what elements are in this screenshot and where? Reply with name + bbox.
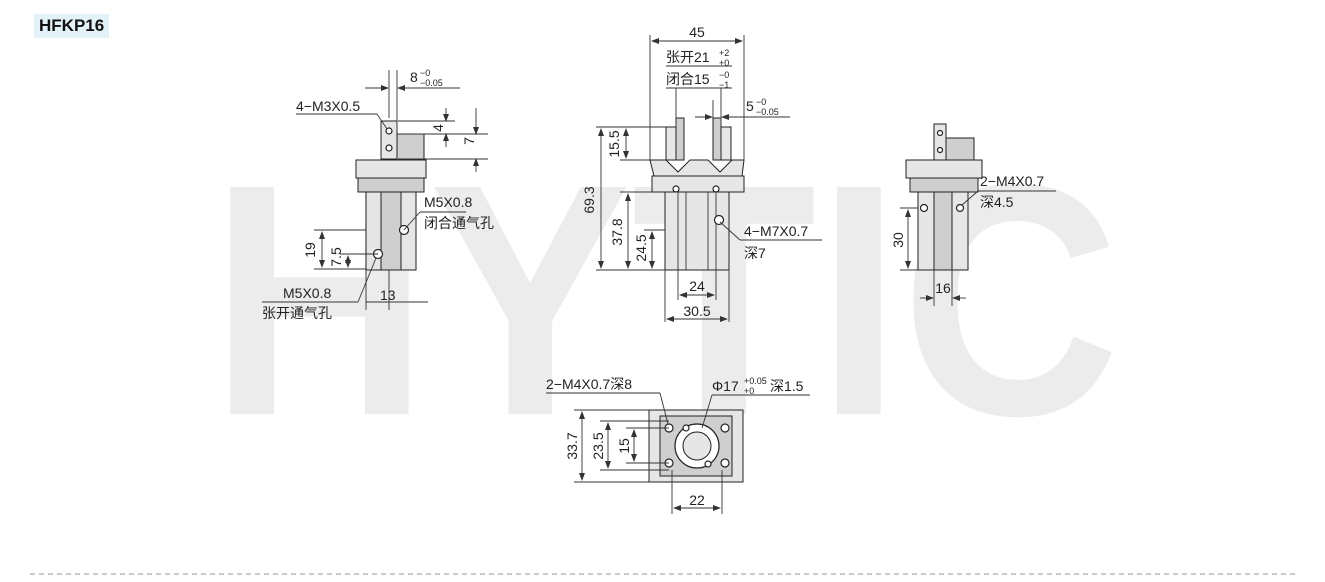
front-thread: 4−M7X0.7 [744, 223, 808, 239]
side-dim-top-tol-lower: −0.05 [420, 78, 443, 88]
side-body-slot [380, 191, 402, 271]
bottom-dim-23-5: 23.5 [590, 432, 606, 459]
right-dim-16: 16 [935, 280, 951, 296]
bottom-bore-inner [682, 431, 712, 461]
side-dim-7: 7 [461, 137, 477, 145]
right-cap [905, 159, 983, 179]
front-cap [651, 175, 745, 193]
side-dim-13: 13 [380, 287, 396, 303]
bottom-thread: 2−M4X0.7深8 [546, 376, 632, 392]
side-dim-7-5: 7.5 [328, 247, 344, 267]
side-view: 8 −0 −0.05 4−M3X0.5 4 7 M5X0.8 闭合通气孔 19 … [262, 68, 494, 321]
side-jaw-finger [380, 120, 398, 160]
bottom-view: 2−M4X0.7深8 Φ17 +0.05 +0 深1.5 33.7 23.5 1… [546, 376, 810, 514]
front-body [664, 191, 730, 271]
right-finger [933, 123, 947, 161]
right-depth: 深4.5 [980, 194, 1014, 210]
side-finger-hole-2 [385, 144, 393, 152]
front-close-tol-lower: −1 [719, 80, 729, 90]
bottom-dim-15: 15 [616, 438, 632, 454]
right-jaw-block [945, 137, 975, 161]
side-dim-top-tol-upper: −0 [420, 68, 430, 78]
front-dim-69-3: 69.3 [581, 186, 597, 213]
right-finger-hole-1 [936, 129, 944, 137]
front-close-tol-upper: −0 [719, 70, 729, 80]
bottom-bore-tol-lower: +0 [744, 386, 754, 396]
front-finger-left [665, 126, 677, 161]
right-mount-hole-left [919, 203, 929, 213]
right-cap-lower [909, 177, 979, 193]
bottom-dim-22: 22 [689, 492, 705, 508]
side-dim-4: 4 [430, 124, 446, 132]
bottom-hole-tr [720, 423, 730, 433]
front-open-tol-lower: +0 [719, 58, 729, 68]
front-view: 45 张开21 +2 +0 闭合15 −0 −1 5 −0 −0.05 15.5… [581, 24, 822, 322]
right-body-slot [933, 191, 953, 271]
front-dim-5-tol-upper: −0 [756, 97, 766, 107]
front-dim-5: 5 [746, 98, 754, 114]
side-port-open-label: 张开通气孔 [262, 305, 332, 321]
front-mount-hole [713, 214, 725, 226]
bottom-pin-1 [682, 424, 690, 432]
model-badge: HFKP16 [34, 14, 110, 38]
front-jaw-top [649, 159, 745, 177]
front-depth: 深7 [744, 245, 766, 261]
side-thread-top: 4−M3X0.5 [296, 98, 360, 114]
side-dim-19: 19 [302, 242, 318, 258]
right-mount-hole-right [955, 203, 965, 213]
front-finger-right-inner [712, 117, 722, 161]
side-jaw-block [396, 133, 425, 161]
front-dim-15-5: 15.5 [606, 130, 622, 157]
side-port-open-thread: M5X0.8 [283, 285, 331, 301]
front-dim-37-8: 37.8 [609, 218, 625, 245]
side-cap-lower [357, 177, 425, 193]
right-view: 2−M4X0.7 深4.5 30 16 [890, 123, 1056, 306]
front-dim-5-tol-lower: −0.05 [756, 107, 779, 117]
bottom-dim-33-7: 33.7 [564, 432, 580, 459]
side-finger-hole-1 [385, 127, 393, 135]
front-open-label: 张开21 [666, 49, 710, 65]
front-finger-right [720, 126, 732, 161]
front-dim-45: 45 [689, 24, 705, 40]
bottom-pin-2 [704, 460, 712, 468]
bottom-bore-dia: Φ17 [712, 378, 739, 394]
front-dim-24: 24 [689, 278, 705, 294]
front-dim-30-5: 30.5 [683, 303, 710, 319]
side-port-close-thread: M5X0.8 [424, 194, 472, 210]
front-close-label: 闭合15 [666, 71, 710, 87]
front-finger-left-inner [675, 117, 685, 161]
bottom-hole-br [720, 458, 730, 468]
side-port-close-label: 闭合通气孔 [424, 215, 494, 231]
front-dim-24-5: 24.5 [633, 234, 649, 261]
bottom-bore-depth: 深1.5 [770, 378, 804, 394]
bottom-bore-tol-upper: +0.05 [744, 376, 767, 386]
right-thread: 2−M4X0.7 [980, 173, 1044, 189]
right-finger-hole-2 [936, 146, 944, 154]
side-cap [355, 159, 427, 179]
front-cap-hole-left [672, 185, 680, 193]
side-dim-top: 8 [410, 69, 418, 85]
right-dim-30: 30 [890, 232, 906, 248]
front-open-tol-upper: +2 [719, 48, 729, 58]
front-cap-hole-right [712, 185, 720, 193]
